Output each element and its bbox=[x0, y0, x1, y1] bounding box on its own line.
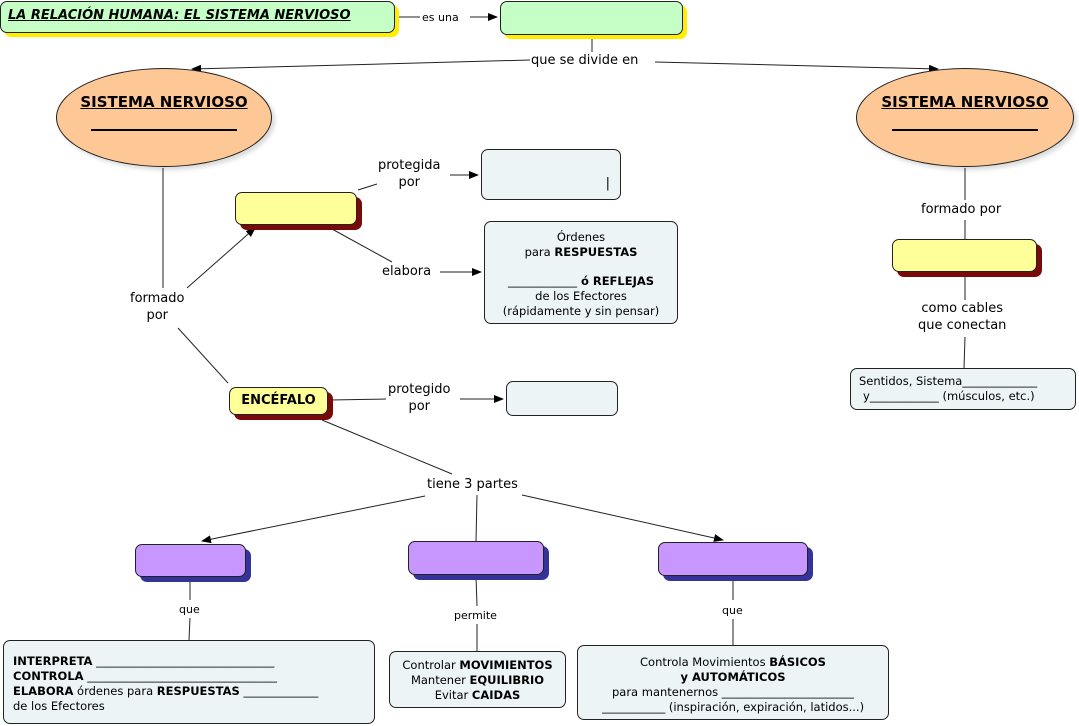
sentidos-box[interactable]: Sentidos, Sistema_____________ y________… bbox=[850, 368, 1076, 410]
cerebro-respuestas: RESPUESTAS bbox=[156, 684, 240, 698]
cerebro-line2-blank: _________________________________ bbox=[83, 669, 277, 683]
line-divide-right bbox=[654, 61, 939, 73]
cerebro-elabora: ELABORA bbox=[13, 684, 74, 698]
cerebelo-line2: Mantener EQUILIBRIO bbox=[390, 673, 565, 688]
line-encefalo-protegido bbox=[329, 398, 387, 401]
ordenes-line3-bold: ó REFLEJAS bbox=[576, 274, 655, 288]
purple-node-bulbo[interactable] bbox=[658, 542, 808, 576]
ordenes-line2: para RESPUESTAS bbox=[485, 245, 677, 260]
cerebro-line1: INTERPRETA _____________________________… bbox=[13, 654, 374, 669]
cerebelo-movimientos: MOVIMIENTOS bbox=[459, 658, 553, 672]
cerebelo-line3-text: Evitar bbox=[434, 688, 472, 702]
link-formado-line2: por bbox=[146, 308, 169, 323]
ordenes-line3-blank: ____________ bbox=[507, 274, 577, 288]
link-protegida-por: protegida por bbox=[378, 157, 441, 191]
cerebelo-line3: Evitar CAIDAS bbox=[390, 688, 565, 703]
yellow-blank-node-right[interactable] bbox=[892, 239, 1037, 272]
link-protegida-line1: protegida bbox=[378, 158, 441, 173]
sentidos-line2: y____________ (músculos, etc.) bbox=[863, 389, 1035, 403]
cerebro-controla: CONTROLA bbox=[13, 669, 84, 683]
cerebelo-caidas: CAIDAS bbox=[471, 688, 521, 702]
line-tiene-left bbox=[201, 495, 426, 544]
ordenes-line1: Órdenes bbox=[556, 230, 606, 244]
green-blank-node[interactable] bbox=[500, 1, 683, 35]
ellipse-right-sistema-nervioso[interactable]: SISTEMA NERVIOSO bbox=[856, 68, 1074, 167]
line-formado-yellow bbox=[186, 227, 256, 289]
bulbo-line1-text: Controla Movimientos bbox=[640, 655, 770, 669]
line-tiene-middle bbox=[475, 494, 478, 542]
cerebro-line4: de los Efectores bbox=[13, 699, 105, 713]
link-como-cables-line2: que conectan bbox=[918, 318, 1007, 333]
ellipse-right-title: SISTEMA NERVIOSO bbox=[881, 93, 1049, 111]
ordenes-line2-text: para bbox=[524, 245, 555, 259]
link-protegida-line2: por bbox=[398, 175, 420, 190]
line-purple2-permite bbox=[475, 576, 478, 607]
cerebelo-line1: Controlar MOVIMIENTOS bbox=[390, 658, 565, 673]
cerebelo-functions-box[interactable]: Controlar MOVIMIENTOS Mantener EQUILIBRI… bbox=[389, 651, 566, 708]
ordenes-line4: de los Efectores bbox=[535, 289, 627, 303]
link-protegido-line1: protegido bbox=[388, 382, 451, 397]
ellipse-right-blank bbox=[892, 121, 1038, 131]
link-es-una: es una bbox=[422, 9, 459, 26]
cerebro-interpreta: INTERPRETA bbox=[13, 654, 93, 668]
protegido-blank-box[interactable] bbox=[506, 381, 618, 416]
link-como-cables-line1: como cables bbox=[921, 301, 1004, 316]
link-permite: permite bbox=[454, 607, 497, 624]
line-yellow-elabora bbox=[331, 228, 393, 263]
link-formado-line1: formado bbox=[130, 291, 185, 306]
link-que-right: que bbox=[722, 602, 743, 619]
line-encefalo-tiene bbox=[321, 419, 453, 475]
ellipse-left-blank bbox=[91, 121, 237, 131]
yellow-blank-node[interactable] bbox=[235, 192, 357, 225]
link-que-se-divide-en: que se divide en bbox=[531, 52, 639, 69]
link-protegido-line2: por bbox=[408, 399, 430, 414]
title-node[interactable]: LA RELACIÓN HUMANA: EL SISTEMA NERVIOSO bbox=[0, 1, 395, 33]
bulbo-line4: ___________ (inspiración, expiración, la… bbox=[601, 700, 865, 714]
bulbo-line3: para mantenernos _______________________ bbox=[611, 685, 854, 699]
cerebro-line3-text: órdenes para bbox=[73, 684, 157, 698]
cerebro-line3: ELABORA órdenes para RESPUESTAS ________… bbox=[13, 684, 374, 699]
cerebelo-equilibrio: EQUILIBRIO bbox=[469, 673, 545, 687]
line-cables-sentidos bbox=[963, 336, 966, 369]
encefalo-node[interactable]: ENCÉFALO bbox=[229, 387, 328, 415]
ordenes-line5: (rápidamente y sin pensar) bbox=[502, 304, 660, 318]
bulbo-basicos: BÁSICOS bbox=[769, 655, 826, 669]
ordenes-box[interactable]: Órdenes para RESPUESTAS ____________ ó R… bbox=[484, 221, 678, 324]
bulbo-line2: y AUTOMÁTICOS bbox=[578, 670, 888, 685]
bulbo-line1: Controla Movimientos BÁSICOS bbox=[578, 655, 888, 670]
link-como-cables: como cables que conectan bbox=[918, 300, 1007, 334]
cerebro-functions-box[interactable]: INTERPRETA _____________________________… bbox=[3, 640, 375, 724]
bulbo-automaticos: y AUTOMÁTICOS bbox=[680, 670, 786, 684]
ellipse-left-sistema-nervioso[interactable]: SISTEMA NERVIOSO bbox=[56, 68, 272, 167]
line-que-box1 bbox=[188, 616, 191, 641]
link-elabora: elabora bbox=[382, 263, 432, 280]
ellipse-left-title: SISTEMA NERVIOSO bbox=[80, 93, 248, 111]
link-tiene-3-partes: tiene 3 partes bbox=[427, 476, 518, 493]
sentidos-line1: Sentidos, Sistema_____________ bbox=[859, 374, 1038, 388]
ordenes-line2-bold: RESPUESTAS bbox=[554, 245, 638, 259]
link-formado-por-right: formado por bbox=[921, 201, 1002, 218]
purple-node-cerebro[interactable] bbox=[135, 544, 246, 577]
cerebro-line3-blank: _____________ bbox=[239, 684, 319, 698]
cerebelo-line2-text: Mantener bbox=[410, 673, 470, 687]
title-text: LA RELACIÓN HUMANA: EL SISTEMA NERVIOSO bbox=[8, 8, 351, 23]
text-cursor: | bbox=[605, 176, 610, 191]
link-que-left: que bbox=[179, 601, 200, 618]
link-protegido-por: protegido por bbox=[388, 381, 451, 415]
protegida-blank-box[interactable]: | bbox=[481, 149, 621, 200]
cerebro-line1-blank: _______________________________ bbox=[92, 654, 275, 668]
line-tiene-right bbox=[521, 494, 724, 542]
line-divide-left bbox=[191, 59, 531, 73]
purple-node-cerebelo[interactable] bbox=[408, 541, 544, 575]
link-formado-por-left: formado por bbox=[130, 290, 185, 324]
bulbo-functions-box[interactable]: Controla Movimientos BÁSICOS y AUTOMÁTIC… bbox=[577, 645, 889, 720]
cerebro-line2: CONTROLA _______________________________… bbox=[13, 669, 374, 684]
line-yellow-protegida bbox=[357, 183, 378, 191]
ordenes-line3: ____________ ó REFLEJAS bbox=[485, 274, 677, 289]
cerebelo-line1-text: Controlar bbox=[402, 658, 460, 672]
line-formado-encefalo bbox=[177, 327, 229, 384]
